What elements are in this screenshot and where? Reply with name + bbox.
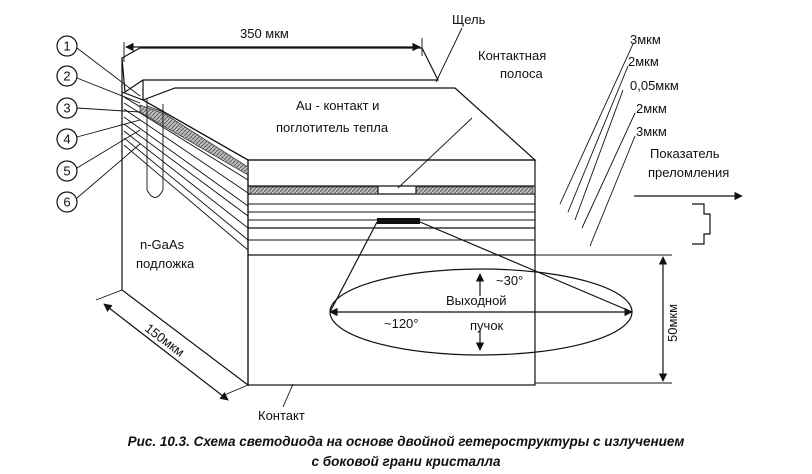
callout-2: 2 (63, 69, 70, 84)
width-label: 350 мкм (240, 26, 289, 41)
thickness-label-2: 2мкм (628, 54, 659, 69)
front-face (247, 159, 536, 386)
caption-line-1: Рис. 10.3. Схема светодиода на основе дв… (128, 434, 685, 449)
rear-block (121, 47, 439, 110)
bottom-contact-pointer (282, 383, 294, 408)
depth-dimension (95, 289, 249, 401)
callout-5: 5 (63, 164, 70, 179)
depth-label: 150мкм (142, 320, 187, 359)
contact-strip-label-1: Контактная (478, 48, 546, 63)
contact-metal-right (415, 186, 534, 195)
width-dimension (123, 38, 423, 62)
stripe-trench (146, 98, 164, 198)
callout-4: 4 (63, 132, 70, 147)
caption-line-2: с боковой грани кристалла (312, 454, 501, 469)
refractive-index-label-2: преломления (648, 165, 729, 180)
angle-horizontal-label: ~120° (384, 316, 418, 331)
thickness-pointers (559, 43, 636, 247)
contact-metal-left (249, 186, 379, 195)
output-beam-label-1: Выходной (446, 293, 507, 308)
height-dimension (535, 254, 672, 384)
substrate-label-1: n-GaAs (140, 237, 185, 252)
slit-label: Щель (452, 12, 486, 27)
layer-callouts: 1 2 3 4 5 6 (56, 35, 141, 213)
callout-6: 6 (63, 195, 70, 210)
angle-vertical-label: ~30° (496, 273, 523, 288)
callout-3: 3 (63, 101, 70, 116)
au-contact-label-2: поглотитель тепла (276, 120, 389, 135)
slit-pointer (435, 27, 463, 83)
thickness-label-5: 3мкм (636, 124, 667, 139)
callout-1: 1 (63, 39, 70, 54)
refractive-index-profile (692, 203, 711, 245)
au-contact-label-1: Au - контакт и (296, 98, 379, 113)
substrate-label-2: подложка (136, 256, 195, 271)
height-label: 50мкм (665, 304, 680, 342)
active-region (377, 218, 420, 224)
contact-strip-label-2: полоса (500, 66, 543, 81)
thickness-label-4: 2мкм (636, 101, 667, 116)
beam-lines (329, 221, 633, 313)
bottom-contact-label: Контакт (258, 408, 305, 423)
contact-strip-pointer (397, 117, 473, 189)
output-beam-label-2: пучок (470, 318, 504, 333)
refractive-index-label-1: Показатель (650, 146, 720, 161)
thickness-label-1: 3мкм (630, 32, 661, 47)
thickness-label-3: 0,05мкм (630, 78, 679, 93)
side-layer-lines (123, 96, 249, 251)
